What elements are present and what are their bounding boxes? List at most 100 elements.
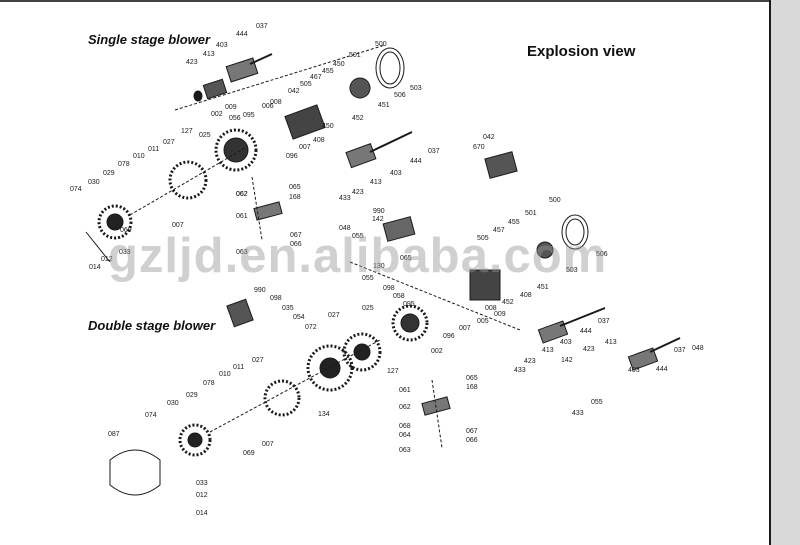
part-number-label: 433 <box>339 195 351 202</box>
bell-housing-part <box>109 449 161 496</box>
part-number-label: 062 <box>399 404 411 411</box>
part-number-label: 413 <box>370 179 382 186</box>
part-number-label: 096 <box>443 333 455 340</box>
part-number-label: 048 <box>692 345 704 352</box>
part-number-label: 012 <box>101 256 113 263</box>
part-number-label: 010 <box>219 371 231 378</box>
cylinder-double <box>226 298 254 328</box>
front-gear-double <box>178 423 212 457</box>
part-number-label: 066 <box>290 241 302 248</box>
part-number-label: 095 <box>403 301 415 308</box>
part-number-label: 029 <box>186 392 198 399</box>
part-number-label: 408 <box>520 292 532 299</box>
part-number-label: 452 <box>352 115 364 122</box>
impeller-middle <box>536 241 554 259</box>
part-number-label: 467 <box>310 74 322 81</box>
part-number-label: 500 <box>375 41 387 48</box>
part-number-label: 008 <box>485 305 497 312</box>
cylinder-part <box>382 216 416 242</box>
part-number-label: 007 <box>459 325 471 332</box>
part-number-label: 007 <box>172 222 184 229</box>
part-number-label: 056 <box>229 115 241 122</box>
part-number-label: 134 <box>318 411 330 418</box>
part-number-label: 048 <box>339 225 351 232</box>
part-number-label: 501 <box>525 210 537 217</box>
exploded-parts-drawing: 0374444034134235005014504554675054515065… <box>70 23 704 517</box>
part-number-label: 127 <box>181 128 193 135</box>
part-number-label: 065 <box>466 375 478 382</box>
fan-cover-part <box>375 47 405 89</box>
part-number-label: 067 <box>290 232 302 239</box>
part-number-label: 168 <box>466 384 478 391</box>
part-number-label: 027 <box>328 312 340 319</box>
part-number-label: 444 <box>236 31 248 38</box>
part-number-label: 433 <box>572 410 584 417</box>
part-number-label: 058 <box>393 293 405 300</box>
part-number-label: 065 <box>400 255 412 262</box>
part-number-label: 010 <box>133 153 145 160</box>
part-number-label: 423 <box>583 346 595 353</box>
part-number-label: 055 <box>352 233 364 240</box>
part-number-label: 011 <box>233 364 244 371</box>
part-number-label: 413 <box>542 347 554 354</box>
part-number-label: 037 <box>428 148 440 155</box>
part-number-label: 072 <box>305 324 317 331</box>
part-number-label: 127 <box>387 368 399 375</box>
part-number-label: 055 <box>362 275 374 282</box>
part-number-label: 408 <box>313 137 325 144</box>
part-number-label: 027 <box>252 357 264 364</box>
part-number-label: 450 <box>333 61 345 68</box>
frame-top-border <box>0 0 771 2</box>
part-number-label: 068 <box>399 423 411 430</box>
part-number-label: 413 <box>203 51 215 58</box>
part-number-label: 444 <box>410 158 422 165</box>
part-number-label: 433 <box>514 367 526 374</box>
motor-housing-part <box>284 104 326 140</box>
part-number-label: 062 <box>236 191 248 198</box>
part-number-label: 035 <box>282 305 294 312</box>
part-number-label: 096 <box>286 153 298 160</box>
part-number-label: 444 <box>656 366 668 373</box>
part-number-label: 037 <box>256 23 268 30</box>
part-number-label: 066 <box>466 437 478 444</box>
part-number-label: 078 <box>203 380 215 387</box>
impeller-double-1 <box>306 344 354 392</box>
part-number-label: 055 <box>591 399 603 406</box>
part-number-label: 168 <box>289 194 301 201</box>
part-number-label: 011 <box>148 146 159 153</box>
bracket-part <box>253 201 283 221</box>
gear-ring-single <box>168 160 208 200</box>
part-number-label: 030 <box>88 179 100 186</box>
part-number-label: 002 <box>431 348 443 355</box>
part-number-label: 061 <box>399 387 411 394</box>
part-number-label: 505 <box>300 81 312 88</box>
part-number-label: 450 <box>322 123 334 130</box>
part-number-label: 054 <box>293 314 305 321</box>
part-number-label: 025 <box>362 305 374 312</box>
part-number-label: 014 <box>89 264 101 271</box>
part-number-label: 042 <box>483 134 495 141</box>
part-number-label: 444 <box>580 328 592 335</box>
gear-wheel-middle <box>391 304 429 342</box>
part-number-label: 033 <box>196 480 208 487</box>
motor-housing-middle <box>469 269 501 301</box>
part-number-label: 457 <box>493 227 505 234</box>
part-number-label: 098 <box>270 295 282 302</box>
part-number-label: 455 <box>508 219 520 226</box>
part-number-label: 037 <box>598 318 610 325</box>
part-number-label: 065 <box>289 184 301 191</box>
part-number-label: 142 <box>561 357 573 364</box>
part-number-label: 009 <box>225 104 237 111</box>
part-number-label: 007 <box>262 441 274 448</box>
single-stage-heading: Single stage blower <box>88 32 211 47</box>
part-number-label: 029 <box>103 170 115 177</box>
gear-ring-double <box>263 379 301 417</box>
part-number-label: 503 <box>566 267 578 274</box>
part-number-label: 027 <box>163 139 175 146</box>
part-number-label: 025 <box>199 132 211 139</box>
part-number-label: 423 <box>352 189 364 196</box>
part-number-label: 452 <box>502 299 514 306</box>
part-number-label: 503 <box>410 85 422 92</box>
impeller-part <box>349 77 371 99</box>
